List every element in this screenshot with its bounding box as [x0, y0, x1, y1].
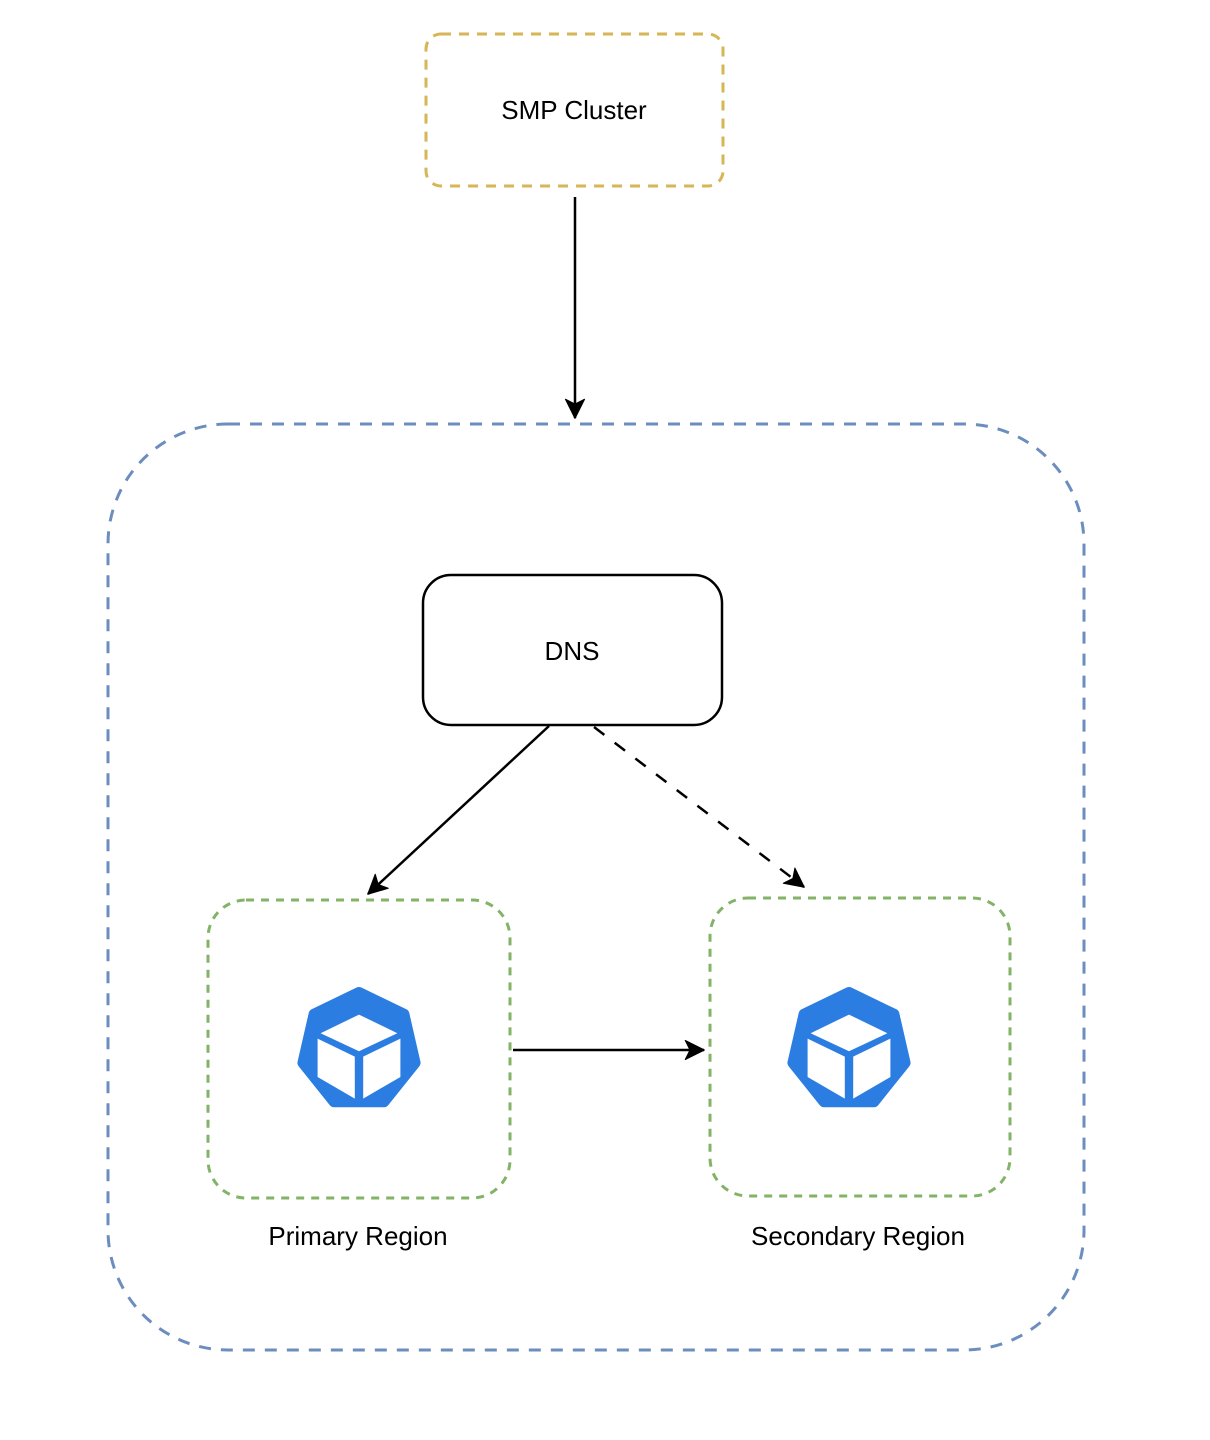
heptagon-cube-icon — [297, 986, 421, 1108]
dns-box — [421, 573, 724, 727]
edge-dns-to-secondary — [593, 726, 805, 888]
edge-dns-to-primary — [367, 725, 550, 895]
outer-container-box — [106, 422, 1086, 1352]
dns-label: DNS — [545, 636, 600, 666]
heptagon-cube-icon — [787, 986, 911, 1108]
primary-region-label: Primary Region — [268, 1221, 447, 1251]
smp-cluster-box — [424, 32, 725, 188]
smp-cluster-label: SMP Cluster — [501, 95, 647, 125]
secondary-region-label: Secondary Region — [751, 1221, 965, 1251]
